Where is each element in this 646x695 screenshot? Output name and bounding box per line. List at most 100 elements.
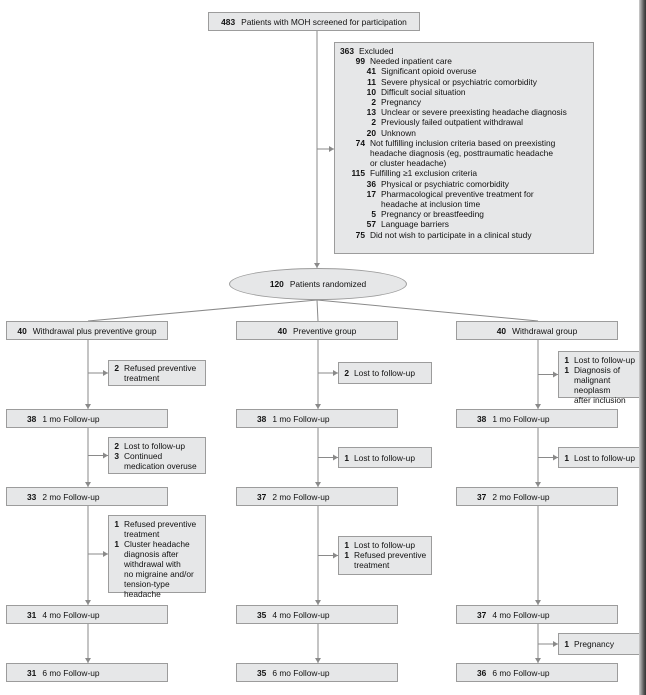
row-count: 1 — [114, 519, 119, 529]
row-text: Severe physical or psychiatric comorbidi… — [381, 76, 537, 87]
row-count: 1 — [564, 452, 569, 463]
row-count: 2 — [344, 368, 349, 378]
list-row: 1 Diagnosis of malignant neoplasm after i… — [563, 365, 645, 405]
randomized-label: Patients randomized — [289, 279, 367, 289]
row-count: 1 — [564, 365, 569, 375]
row-count: 20 — [366, 127, 376, 138]
row-count: 115 — [351, 168, 365, 179]
withdrawal-plus-preventive-loss-1-arrow — [103, 452, 108, 459]
row-text: Refused preventive treatment — [124, 519, 197, 539]
row-count: 363 — [340, 46, 354, 56]
withdrawal-loss-0-arrow — [553, 371, 558, 378]
preventive-followup-box-1: 37 2 mo Follow-up — [236, 487, 398, 506]
row-count: 1 — [344, 550, 349, 560]
followup-label: 4 mo Follow-up — [492, 609, 550, 620]
preventive-stage-2-arrow — [315, 600, 321, 605]
followup-count: 38 — [27, 413, 37, 424]
row-count: 2 — [114, 363, 119, 373]
row-count: 1 — [564, 355, 569, 365]
randomized-to-withdrawal-plus-preventive-line — [87, 299, 318, 322]
preventive-loss-2-arrow — [333, 552, 338, 559]
row-count: 75 — [355, 229, 365, 240]
group-count: 40 — [496, 325, 507, 336]
randomized-to-preventive-line — [316, 299, 319, 322]
withdrawal-loss-3-arrow — [553, 641, 558, 647]
followup-count: 38 — [477, 413, 487, 424]
row-text: Lost to follow-up — [354, 540, 415, 550]
withdrawal-loss-1-arrow — [553, 454, 558, 461]
followup-label: 4 mo Follow-up — [42, 609, 100, 620]
row-count: 1 — [564, 639, 569, 649]
row-count: 2 — [371, 117, 376, 128]
followup-count: 37 — [477, 609, 487, 620]
group-label: Withdrawal plus preventive group — [32, 325, 157, 336]
row-count: 2 — [371, 97, 376, 108]
withdrawal-plus-preventive-loss-0-arrow — [103, 370, 108, 376]
row-count: 1 — [114, 539, 119, 549]
followup-count: 37 — [257, 491, 267, 502]
withdrawal-stage-3-arrow — [535, 658, 541, 663]
row-text: Diagnosis of malignant neoplasm after in… — [574, 365, 626, 405]
followup-count: 36 — [477, 667, 487, 678]
group-count: 40 — [17, 325, 27, 336]
row-count: 17 — [366, 188, 376, 199]
followup-label: 2 mo Follow-up — [272, 491, 330, 502]
row-text: Pregnancy — [574, 639, 615, 649]
withdrawal-followup-box-2: 37 4 mo Follow-up — [456, 605, 618, 624]
row-text: Physical or psychiatric comorbidity — [381, 178, 509, 189]
row-count: 3 — [114, 451, 119, 461]
list-row: 363 Excluded — [340, 46, 588, 56]
screening-count: 483 — [221, 16, 236, 27]
row-text: Excluded — [359, 46, 394, 56]
withdrawal-plus-preventive-loss-2-arrow — [103, 551, 108, 557]
followup-label: 6 mo Follow-up — [42, 667, 100, 678]
row-count: 99 — [355, 56, 365, 67]
randomized-count: 120 — [269, 279, 284, 289]
list-row: 1 Refused preventive treatment — [113, 519, 201, 539]
row-count: 2 — [114, 441, 119, 451]
row-text: Did not wish to participate in a clinica… — [370, 229, 532, 240]
screening-label: Patients with MOH screened for participa… — [241, 16, 407, 27]
followup-label: 6 mo Follow-up — [272, 667, 330, 678]
preventive-loss-0-arrow — [333, 370, 338, 376]
list-row: 1 Pregnancy — [563, 639, 645, 649]
withdrawal-plus-preventive-stage-3-arrow — [85, 658, 91, 663]
withdrawal-plus-preventive-stage-2-arrow — [85, 600, 91, 605]
row-count: 11 — [367, 76, 376, 87]
row-text: Significant opioid overuse — [381, 66, 477, 77]
row-text: Unknown — [381, 127, 416, 138]
followup-label: 1 mo Follow-up — [42, 413, 100, 424]
randomized-to-withdrawal-line — [316, 299, 539, 322]
row-count: 57 — [366, 219, 376, 230]
